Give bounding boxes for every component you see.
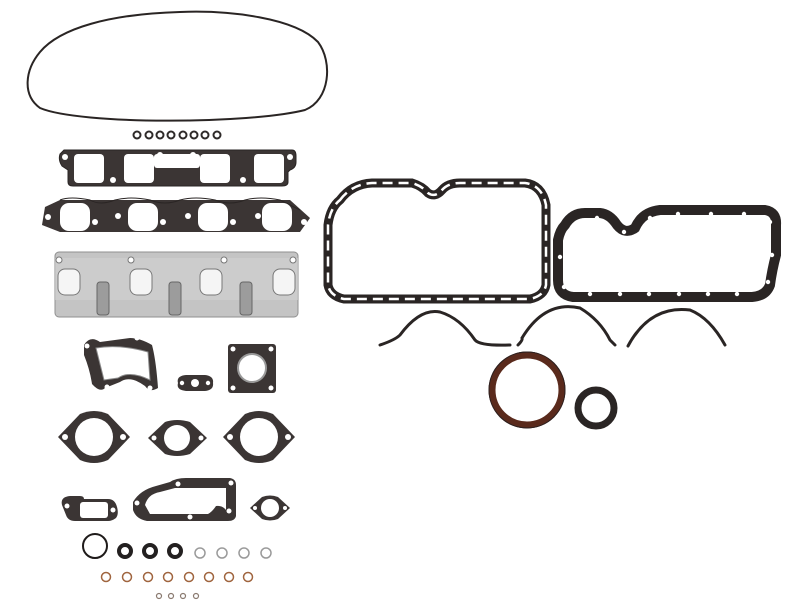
o-ring-large (82, 533, 108, 559)
oil-pan-lower-gasket (553, 205, 782, 302)
small-flange-gasket (250, 495, 290, 521)
flange-gasket-3 (223, 411, 295, 463)
exhaust-manifold-gasket (42, 197, 310, 232)
copper-rings (100, 571, 254, 583)
turbo-inlet-gasket (84, 335, 158, 391)
flange-gasket-1 (58, 411, 130, 463)
turbo-oil-gasket (177, 375, 214, 391)
flange-gasket-2 (148, 420, 207, 456)
valve-cover-gasket (26, 10, 329, 122)
silver-rings (194, 547, 272, 559)
exhaust-heat-shield (54, 251, 299, 318)
bearing-cap-seals (378, 305, 727, 348)
rear-main-seal (488, 351, 566, 429)
tiny-rings (155, 592, 200, 600)
oil-pan-upper-gasket (323, 178, 551, 304)
injector-seals-black (117, 543, 183, 559)
egr-gasket (61, 496, 118, 521)
water-pump-gasket (133, 478, 236, 521)
valve-stem-seals (132, 130, 222, 140)
intake-manifold-gasket (58, 149, 297, 187)
front-main-seal (574, 386, 618, 430)
turbo-outlet-gasket (228, 344, 276, 393)
